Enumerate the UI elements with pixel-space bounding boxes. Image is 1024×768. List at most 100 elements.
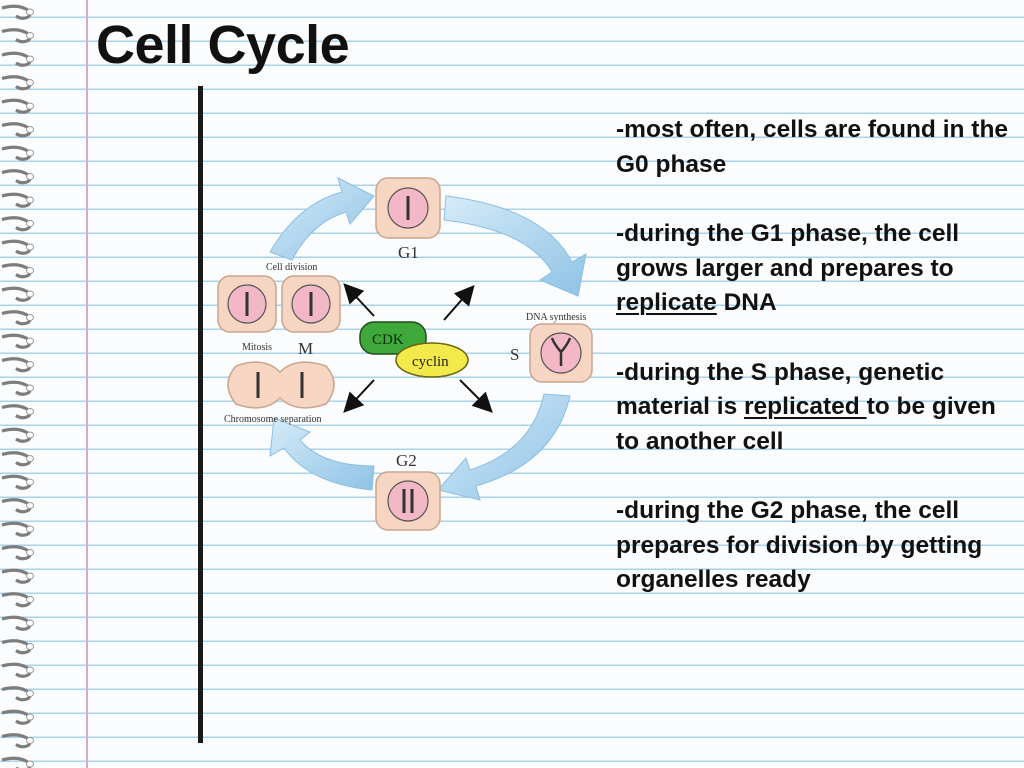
spiral-hole — [26, 384, 34, 392]
spiral-hole — [26, 220, 34, 227]
cycle-arrow-g1-to-s — [443, 195, 587, 297]
notebook-margin-line — [86, 0, 88, 768]
spiral-coil — [1, 521, 32, 537]
spiral-coil — [1, 192, 32, 208]
spiral-coil — [1, 451, 32, 467]
spiral-hole — [26, 32, 34, 39]
spiral-hole — [26, 596, 34, 603]
note-g2: -during the G2 phase, the cell prepares … — [616, 497, 983, 593]
spiral-hole — [26, 290, 34, 298]
cycle-arrow-g2-to-m — [269, 417, 375, 491]
spiral-coil — [1, 545, 32, 561]
spiral-coil — [1, 4, 32, 20]
divider-line — [198, 86, 203, 743]
s-phase-cell — [529, 323, 593, 383]
spiral-hole — [26, 525, 34, 533]
spiral-hole — [26, 361, 34, 368]
regulation-arrow-g1 — [443, 284, 475, 321]
notebook-spiral-binding — [1, 4, 34, 768]
spiral-hole — [26, 408, 34, 415]
spiral-coil — [1, 98, 32, 114]
spiral-coil — [1, 380, 32, 396]
spiral-coil — [1, 216, 32, 232]
spiral-hole — [26, 643, 34, 650]
dna-synthesis-label: DNA synthesis — [526, 312, 586, 323]
spiral-coil — [1, 263, 32, 279]
spiral-coil — [1, 498, 32, 514]
g1-cell — [375, 177, 441, 239]
notes-text: -most often, cells are found in the G0 p… — [616, 113, 1016, 633]
spiral-hole — [26, 690, 34, 697]
spiral-hole — [26, 196, 34, 204]
spiral-hole — [26, 337, 34, 345]
regulation-arrow-m-upper — [343, 283, 375, 317]
spiral-coil — [1, 427, 32, 443]
chromosome-separation-label: Chromosome separation — [224, 414, 321, 425]
spiral-coil — [1, 639, 32, 655]
page-title: Cell Cycle — [96, 15, 350, 75]
spiral-coil — [1, 239, 32, 255]
underline-replicated: replicated — [744, 393, 867, 420]
cyclin-label: cyclin — [412, 354, 449, 370]
spiral-coil — [1, 592, 32, 608]
g1-label: G1 — [398, 243, 419, 262]
spiral-hole — [26, 267, 34, 274]
spiral-hole — [26, 431, 34, 439]
cdk-label: CDK — [372, 332, 404, 348]
spiral-hole — [26, 713, 34, 721]
cycle-arrow-m-to-g1 — [269, 177, 375, 261]
underline-replicate: replicate — [616, 289, 717, 316]
spiral-coil — [1, 474, 32, 490]
spiral-coil — [1, 122, 32, 138]
cycle-arrow-s-to-g2 — [437, 393, 571, 501]
regulation-arrow-m-lower — [343, 379, 375, 413]
daughter-cells — [217, 275, 341, 333]
spiral-hole — [26, 760, 34, 768]
cell-division-label: Cell division — [266, 262, 317, 273]
spiral-hole — [26, 102, 34, 110]
spiral-coil — [1, 51, 32, 67]
spiral-coil — [1, 615, 32, 631]
spiral-hole — [26, 126, 34, 133]
spiral-hole — [26, 173, 34, 180]
spiral-coil — [1, 28, 32, 44]
spiral-hole — [26, 455, 34, 462]
mitosis-label: Mitosis — [242, 342, 272, 353]
spiral-hole — [26, 314, 34, 321]
spiral-coil — [1, 357, 32, 373]
g2-cell — [375, 471, 441, 531]
spiral-hole — [26, 572, 34, 580]
spiral-coil — [1, 568, 32, 584]
spiral-hole — [26, 8, 34, 16]
spiral-coil — [1, 169, 32, 185]
regulation-arrow-s — [459, 379, 493, 413]
g2-label: G2 — [396, 451, 417, 470]
spiral-coil — [1, 709, 32, 725]
spiral-hole — [26, 149, 34, 157]
spiral-hole — [26, 737, 34, 744]
spiral-coil — [1, 333, 32, 349]
spiral-hole — [26, 243, 34, 251]
m-label: M — [298, 339, 313, 358]
spiral-coil — [1, 686, 32, 702]
spiral-coil — [1, 733, 32, 749]
spiral-hole — [26, 502, 34, 509]
spiral-coil — [1, 286, 32, 302]
spiral-hole — [26, 619, 34, 627]
note-s: -during the S phase, genetic material is… — [616, 358, 996, 455]
spiral-hole — [26, 666, 34, 674]
spiral-coil — [1, 756, 32, 768]
spiral-coil — [1, 75, 32, 91]
spiral-coil — [1, 145, 32, 161]
s-label: S — [510, 345, 519, 364]
spiral-hole — [26, 478, 34, 486]
note-g0: -most often, cells are found in the G0 p… — [616, 116, 1009, 178]
spiral-coil — [1, 662, 32, 678]
note-g1: -during the G1 phase, the cell grows lar… — [616, 220, 960, 316]
cdk-cyclin-complex — [359, 321, 469, 378]
dividing-cell — [227, 361, 335, 409]
spiral-coil — [1, 404, 32, 420]
cell-cycle-diagram: G1 S DNA synthesis G2 Cell division Mito… — [217, 177, 593, 531]
spiral-coil — [1, 310, 32, 326]
spiral-hole — [26, 549, 34, 556]
